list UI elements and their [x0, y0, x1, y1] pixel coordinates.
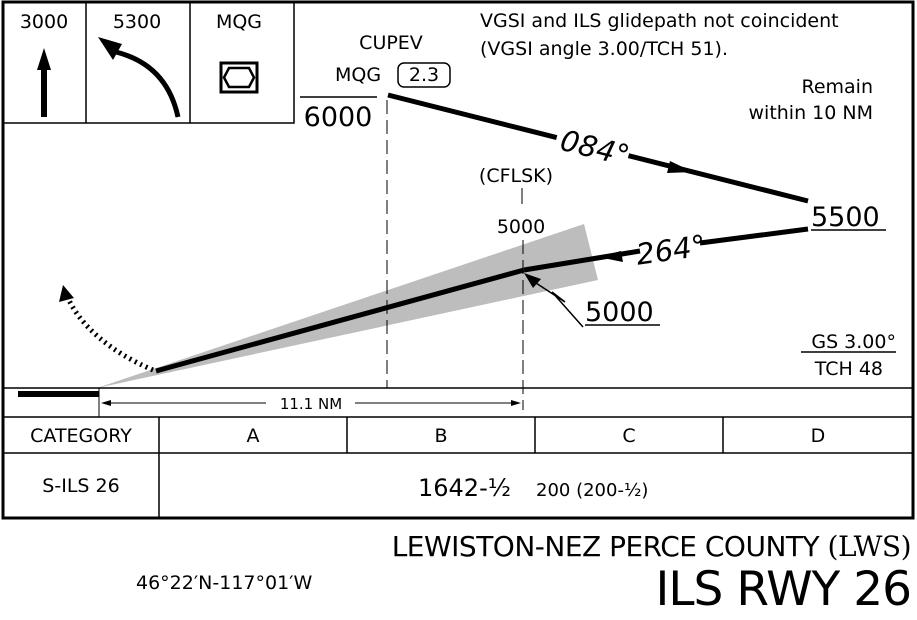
missed-approach-path	[65, 296, 154, 373]
vortac-hexagon-icon	[219, 61, 259, 94]
minimums-value-main: 1642-½	[418, 474, 511, 502]
table-header-category: CATEGORY	[30, 425, 132, 447]
cupev-dme-box	[397, 62, 451, 88]
missed-step1-altitude: 3000	[20, 11, 68, 33]
missed-approach-arrow	[59, 285, 74, 302]
missed-step3-fix: MQG	[216, 11, 262, 33]
missed-approach-icons: 3000 5300 MQG	[3, 2, 295, 124]
cupev-dme: 2.3	[409, 64, 439, 86]
gs-intercept-altitude: 5000	[585, 297, 654, 328]
missed-step2-altitude: 5300	[113, 11, 161, 33]
tch: TCH 48	[814, 358, 883, 380]
airport-name-text: LEWISTON-NEZ PERCE COUNTY	[391, 530, 820, 563]
airport-coordinates: 46°22′N-117°01′W	[136, 572, 313, 594]
glidepath-line	[155, 267, 525, 374]
remain-note-line2: within 10 NM	[749, 102, 874, 124]
inbound-leg-upper	[699, 226, 809, 246]
table-header-c: C	[622, 425, 635, 447]
gs-angle: GS 3.00°	[811, 331, 896, 353]
remain-note-line1: Remain	[801, 76, 873, 98]
cupev-fix-name: CUPEV	[359, 32, 423, 54]
airport-ident: (LWS)	[827, 530, 912, 563]
airport-name: LEWISTON-NEZ PERCE COUNTY (LWS)	[391, 530, 912, 563]
turn-altitude: 5500	[811, 202, 880, 233]
left-turn-arrow-icon	[98, 37, 181, 118]
minimums-value-sub: 200 (200-½)	[536, 480, 648, 501]
table-header-b: B	[434, 425, 447, 447]
table-header-d: D	[811, 425, 826, 447]
inbound-course: 264°	[634, 228, 708, 271]
minimums-row-label: S-ILS 26	[42, 475, 119, 497]
chart-border	[1, 0, 915, 520]
inbound-direction-arrow	[598, 251, 623, 262]
cupev-nav-ident: MQG	[335, 64, 381, 86]
table-header-a: A	[247, 425, 260, 447]
glideslope-wedge	[97, 224, 598, 388]
vgsi-note-line2: (VGSI angle 3.00/TCH 51).	[480, 38, 728, 60]
outbound-course: 084°	[557, 123, 633, 173]
vgsi-note-line1: VGSI and ILS glidepath not coincident	[480, 10, 839, 32]
gs-intercept-symbol	[524, 273, 584, 328]
outbound-direction-arrow	[667, 161, 693, 173]
cflsk-altitude: 5000	[497, 216, 545, 238]
cupev-altitude: 6000	[304, 102, 373, 133]
procedure-title: ILS RWY 26	[655, 562, 912, 617]
minimums-table: CATEGORY A B C D S-ILS 26 1642-½ 200 (20…	[3, 416, 913, 518]
cflsk-fix-name: (CFLSK)	[479, 165, 553, 187]
climb-arrow-icon	[37, 48, 51, 117]
distance-label: 11.1 NM	[280, 395, 342, 413]
